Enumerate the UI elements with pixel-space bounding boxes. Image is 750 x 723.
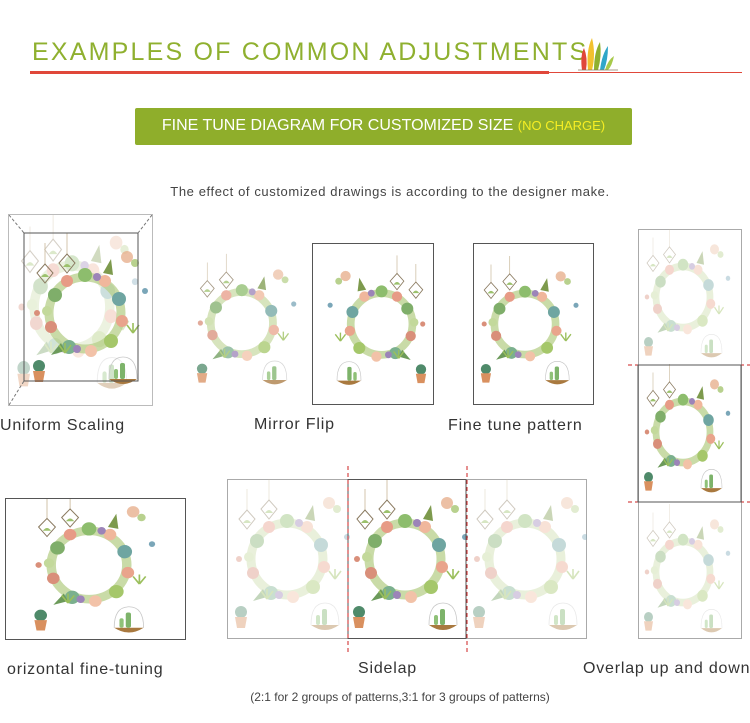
sidelap-caption: Sidelap <box>358 660 417 677</box>
uniform-scaling-panel <box>8 214 153 406</box>
mirror-flip-original <box>190 243 311 403</box>
horizontal-fine-tuning-panel <box>5 498 186 640</box>
overlap-up-down-panel <box>638 229 742 639</box>
mirror-flip-flipped-illustration <box>313 244 433 404</box>
horizontal-fine-tuning-caption: orizontal fine-tuning <box>7 661 164 678</box>
title-divider <box>549 72 742 73</box>
horizontal-fine-tuning-illustration <box>6 499 185 639</box>
uniform-scaling-caption: Uniform Scaling <box>0 417 125 434</box>
mirror-flip-flipped <box>312 243 434 405</box>
fine-tune-pattern-panel <box>473 243 594 405</box>
banner-sub-label: (NO CHARGE) <box>517 118 606 133</box>
mirror-flip-original-illustration <box>190 243 311 403</box>
designer-note: The effect of customized drawings is acc… <box>170 184 610 199</box>
fine-tune-banner: FINE TUNE DIAGRAM FOR CUSTOMIZED SIZE (N… <box>135 108 632 145</box>
overlap-guide-lines <box>628 364 750 503</box>
mirror-flip-caption: Mirror Flip <box>254 416 335 433</box>
sidelap-guide-lines <box>347 466 468 652</box>
uniform-scaling-illustration <box>9 215 152 405</box>
sidelap-panel <box>227 479 587 639</box>
banner-text: FINE TUNE DIAGRAM FOR CUSTOMIZED SIZE (N… <box>135 117 632 135</box>
leaf-cluster-icon <box>578 38 618 71</box>
page-title: EXAMPLES OF COMMON ADJUSTMENTS <box>32 38 589 66</box>
fine-tune-pattern-caption: Fine tune pattern <box>448 417 583 434</box>
overlap-up-down-caption: Overlap up and down <box>583 660 750 677</box>
banner-label: FINE TUNE DIAGRAM FOR CUSTOMIZED SIZE <box>161 117 514 134</box>
ratio-footnote: (2:1 for 2 groups of patterns,3:1 for 3 … <box>250 690 550 704</box>
title-underline <box>30 71 549 74</box>
fine-tune-pattern-illustration <box>474 244 593 404</box>
